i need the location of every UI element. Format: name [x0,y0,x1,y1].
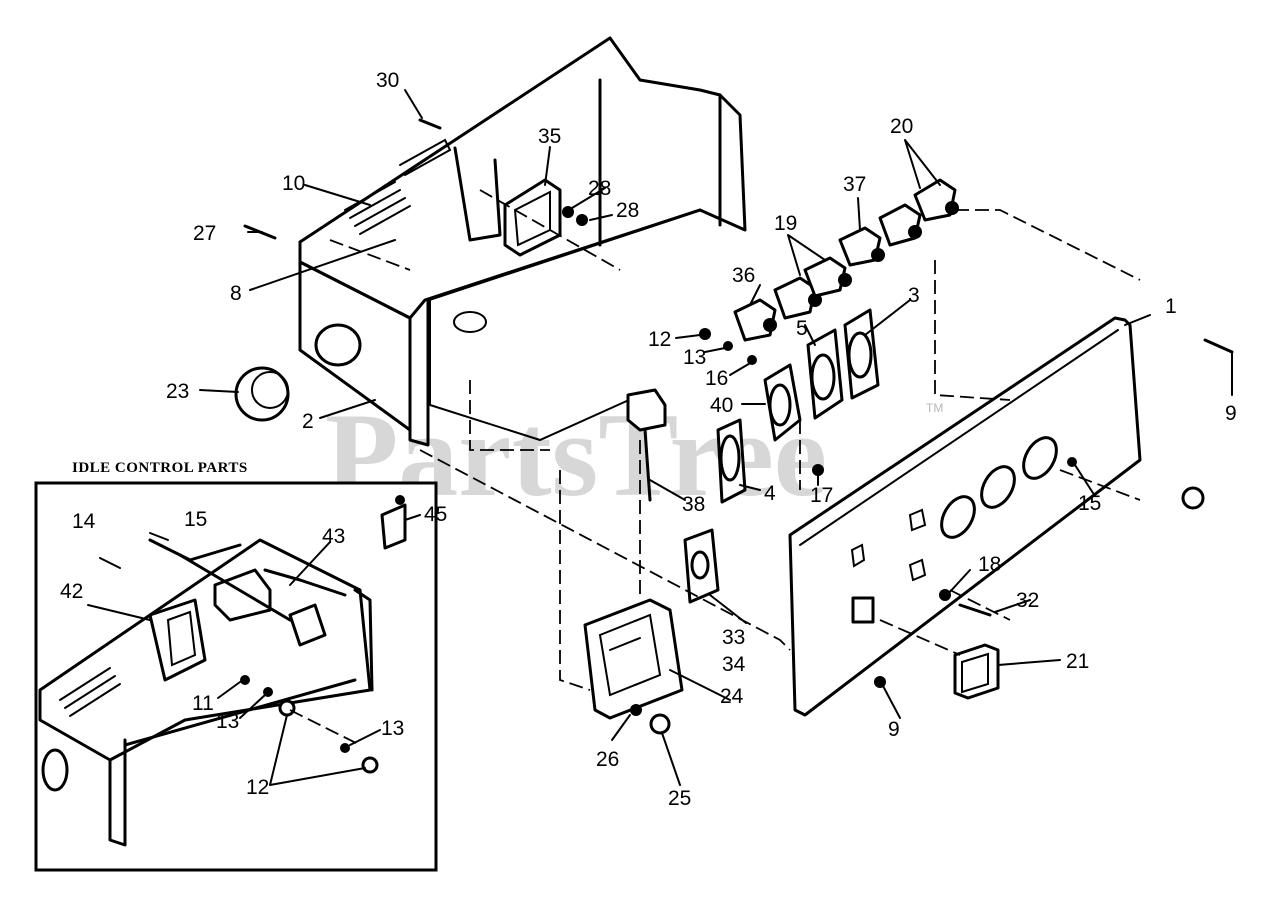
inset-label-14: 14 [72,510,96,533]
connector-38 [626,388,667,502]
label-23: 23 [166,380,189,403]
callout-labels: IDLE CONTROL PARTS 30 35 10 28 28 27 8 2… [60,69,1237,810]
label-24: 24 [720,685,744,708]
label-33: 33 [722,626,745,649]
label-18: 18 [978,553,1001,576]
inset-label-13b: 13 [381,717,404,740]
inset-label-11: 11 [192,692,214,715]
inset-title: IDLE CONTROL PARTS [72,460,248,476]
leader-lines [199,89,1233,786]
label-9a: 9 [1225,402,1237,425]
label-30: 30 [376,69,399,92]
front-panel [788,316,1142,717]
inset-label-43: 43 [322,525,345,548]
label-28b: 28 [616,199,639,222]
inset-label-13a: 13 [216,710,239,733]
switch-21 [953,643,1000,700]
label-25: 25 [668,787,691,810]
module-24 [583,598,684,735]
circuit-breakers [733,178,959,342]
control-box-housing [298,36,747,451]
label-37: 37 [843,173,866,196]
plug-23 [234,366,290,422]
label-13: 13 [683,346,706,369]
assembly-lines [329,189,1141,691]
label-35: 35 [538,125,561,148]
label-8: 8 [230,282,242,305]
label-38: 38 [682,493,705,516]
inset-label-12: 12 [246,776,269,799]
label-20: 20 [890,115,913,138]
label-16: 16 [705,367,728,390]
label-1: 1 [1165,295,1177,318]
label-2: 2 [302,410,314,433]
label-9b: 9 [888,718,900,741]
label-3: 3 [908,284,920,307]
label-36: 36 [732,264,755,287]
label-12: 12 [648,328,671,351]
label-28a: 28 [588,177,611,200]
label-32: 32 [1016,589,1039,612]
inset-label-15: 15 [184,508,207,531]
label-5: 5 [796,317,808,340]
label-17: 17 [810,484,833,507]
label-34: 34 [722,653,746,676]
watermark-tm: TM [926,401,943,415]
label-15: 15 [1078,492,1101,515]
label-10: 10 [282,172,305,195]
inset-label-45: 45 [424,503,447,526]
label-27: 27 [193,222,216,245]
label-26: 26 [596,748,619,771]
label-19: 19 [774,212,797,235]
label-21: 21 [1066,650,1089,673]
label-4: 4 [764,482,776,505]
inset-idle-control [34,481,438,872]
label-40: 40 [710,394,733,417]
inset-label-42: 42 [60,580,83,603]
